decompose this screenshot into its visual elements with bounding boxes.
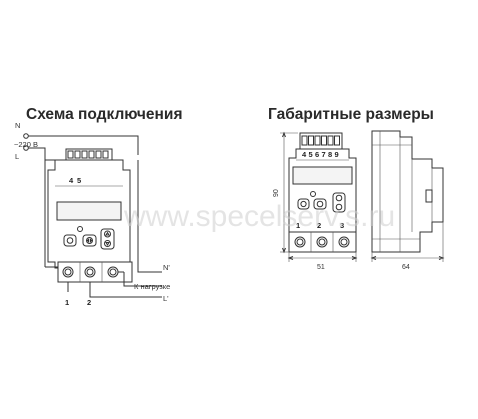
label-l-out: L' (163, 294, 169, 303)
menu-button (63, 234, 77, 247)
down-arrow-mark (105, 242, 110, 246)
toggle-arrows-icon (86, 237, 93, 244)
terminal-1-label: 1 (65, 298, 69, 307)
wiring-title: Схема подключения (26, 106, 183, 123)
wire-l-out (89, 282, 162, 298)
svg-text:2: 2 (317, 221, 321, 230)
front-top-terminal-numbers: 4 5 6 7 8 9 (302, 150, 339, 159)
label-n: N (15, 121, 20, 130)
watermark: www.specelserv.s.ru (123, 200, 395, 233)
front-bottom-terminal-block (288, 231, 357, 253)
status-led (77, 226, 83, 232)
width-dimension-label: 51 (317, 264, 325, 271)
front-top-terminal-screws (301, 135, 340, 146)
front-view-led (310, 191, 316, 197)
dimensions-title: Габаритные размеры (268, 106, 434, 123)
terminal-2-screw (84, 266, 96, 278)
front-view-display (292, 166, 353, 185)
up-down-button (100, 228, 115, 250)
relay-display (56, 201, 122, 221)
depth-dimension-label: 64 (402, 264, 410, 271)
label-l: L (15, 152, 19, 161)
svg-text:9: 9 (335, 150, 339, 159)
height-dimension-label: 90 (273, 189, 280, 197)
up-arrow-icon (104, 230, 111, 238)
down-arrow-icon (104, 240, 111, 247)
label-n-out: N' (163, 263, 170, 272)
front-bottom-terminal-numbers: 1 2 3 (296, 221, 344, 230)
wire-l-to-terminal (45, 155, 67, 161)
terminal-1-screw (62, 266, 74, 278)
label-load: К нагрузке (134, 282, 170, 291)
side-view-body (371, 130, 444, 253)
terminal-2-label: 2 (87, 298, 91, 307)
side-view-din-clip (425, 189, 433, 203)
terminal-5-label: 5 (77, 176, 81, 185)
up-arrow-mark (105, 231, 110, 236)
svg-text:4: 4 (302, 150, 307, 159)
svg-text:1: 1 (296, 221, 300, 230)
menu-button-icon (66, 237, 74, 244)
wire-n-out (137, 160, 162, 273)
top-terminal-screws (67, 150, 109, 159)
toggle-arrow-marks (86, 238, 93, 243)
svg-text:5: 5 (309, 150, 313, 159)
supply-n-terminal (23, 133, 29, 139)
svg-text:8: 8 (328, 150, 332, 159)
label-voltage: ~220 В (14, 140, 38, 149)
svg-text:7: 7 (322, 150, 326, 159)
svg-text:3: 3 (340, 221, 344, 230)
svg-text:6: 6 (315, 150, 319, 159)
wire-load (123, 272, 162, 287)
toggle-button (82, 234, 97, 247)
wire-n-supply (28, 135, 139, 155)
wire-l-supply (28, 147, 46, 267)
terminal-4-label: 4 (69, 176, 74, 185)
